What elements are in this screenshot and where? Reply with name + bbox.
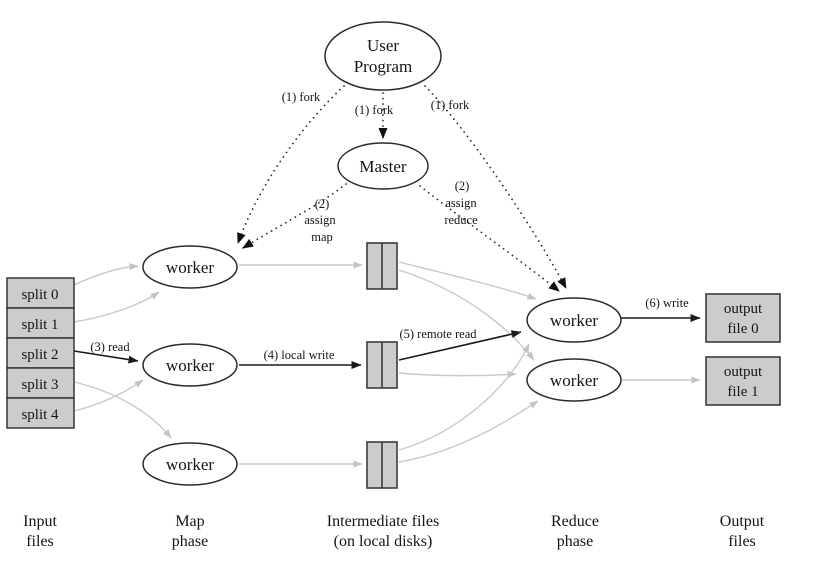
output-file-0: output file 0 <box>705 293 781 343</box>
edge-file3-to-reduce-worker2 <box>398 400 539 463</box>
output-file-0-label-line1: output <box>724 301 763 317</box>
remote-read-label: (5) remote read <box>399 327 477 341</box>
map-worker-2: worker <box>142 343 238 387</box>
input-split-0-label: split 0 <box>21 287 58 303</box>
output-file-1-label-line1: output <box>724 364 763 380</box>
fork-left-label: (1) fork <box>282 90 321 104</box>
reduce-phase-label-line1: Reduce <box>551 513 599 530</box>
intermediate-file-1 <box>366 242 398 290</box>
reduce-worker-2-label: worker <box>550 371 598 390</box>
input-phase-label-line1: Input <box>23 513 57 530</box>
read-label: (3) read <box>90 340 130 354</box>
edge-split4-to-map-worker2 <box>73 379 144 412</box>
output-phase-label-line2: files <box>728 533 756 550</box>
edge-read-split2-to-map-worker2 <box>73 350 139 364</box>
map-worker-2-label: worker <box>166 356 214 375</box>
master-node: Master <box>337 142 429 190</box>
map-worker-3-ellipse <box>142 442 238 486</box>
output-file-1-box <box>705 356 781 406</box>
edge-remote-read-file2-to-reduce-worker1 <box>398 330 522 361</box>
output-file-1-label-line2: file 1 <box>727 384 758 400</box>
assign-map-label-line1: (2) <box>315 197 330 211</box>
reduce-worker-1-ellipse <box>526 297 622 343</box>
user-program-label-line2: Program <box>354 57 413 76</box>
output-file-0-label-line2: file 0 <box>727 321 758 337</box>
input-split-1 <box>6 307 75 339</box>
edge-file3-to-reduce-worker1 <box>398 343 530 451</box>
output-phase-label-line1: Output <box>720 513 765 530</box>
assign-reduce-label-line1: (2) <box>455 179 470 193</box>
edge-assign-map-master-to-worker1 <box>242 183 347 249</box>
map-worker-2-ellipse <box>142 343 238 387</box>
map-worker-1-label: worker <box>166 258 214 277</box>
user-program-label-line1: User <box>367 36 399 55</box>
edge-split0-to-map-worker1 <box>73 263 139 286</box>
input-split-3-label: split 3 <box>21 377 58 393</box>
write-label: (6) write <box>645 296 689 310</box>
input-phase-label-line2: files <box>26 533 54 550</box>
map-phase-label-line1: Map <box>175 513 204 530</box>
assign-reduce-label-line2: assign <box>445 196 477 210</box>
user-program-node: User Program <box>324 21 442 91</box>
intermediate-phase-label-line1: Intermediate files <box>327 513 439 530</box>
local-write-label: (4) local write <box>264 348 335 362</box>
phase-labels: Input files Map phase Intermediate files… <box>23 513 765 550</box>
map-worker-1: worker <box>142 245 238 289</box>
assign-reduce-label-line3: reduce <box>444 213 478 227</box>
output-file-1: output file 1 <box>705 356 781 406</box>
reduce-worker-1: worker <box>526 297 622 343</box>
edge-file1-to-reduce-worker1 <box>398 261 537 300</box>
fork-right-label: (1) fork <box>431 98 470 112</box>
reduce-phase-label-line2: phase <box>557 533 593 550</box>
map-worker-1-ellipse <box>142 245 238 289</box>
edge-split3-to-map-worker3 <box>73 381 172 439</box>
master-label: Master <box>359 157 407 176</box>
edge-file1-to-reduce-worker2 <box>398 269 535 361</box>
input-split-2-label: split 2 <box>21 347 58 363</box>
intermediate-file-3 <box>366 441 398 489</box>
edge-file2-to-reduce-worker2 <box>398 371 517 379</box>
user-program-ellipse <box>324 21 442 91</box>
reduce-worker-1-label: worker <box>550 311 598 330</box>
intermediate-file-2 <box>366 341 398 389</box>
input-splits-stack: split 0 split 1 split 2 split 3 split 4 <box>6 277 75 429</box>
fork-center-label: (1) fork <box>355 103 394 117</box>
input-split-3 <box>6 367 75 399</box>
output-file-0-box <box>705 293 781 343</box>
reduce-worker-2-ellipse <box>526 358 622 402</box>
map-worker-3: worker <box>142 442 238 486</box>
input-split-1-label: split 1 <box>21 317 58 333</box>
edge-fork-userprogram-to-reduce-worker1 <box>424 85 567 289</box>
reduce-worker-2: worker <box>526 358 622 402</box>
input-split-4-label: split 4 <box>21 407 59 423</box>
map-worker-3-label: worker <box>166 455 214 474</box>
assign-map-label-line3: map <box>311 230 333 244</box>
input-split-4 <box>6 397 75 429</box>
assign-map-label-line2: assign <box>304 213 336 227</box>
intermediate-phase-label-line2: (on local disks) <box>334 533 433 550</box>
map-phase-label-line2: phase <box>172 533 208 550</box>
edge-split1-to-map-worker1 <box>73 291 160 323</box>
edge-assign-reduce-master-to-worker1 <box>419 185 560 292</box>
master-ellipse <box>337 142 429 190</box>
